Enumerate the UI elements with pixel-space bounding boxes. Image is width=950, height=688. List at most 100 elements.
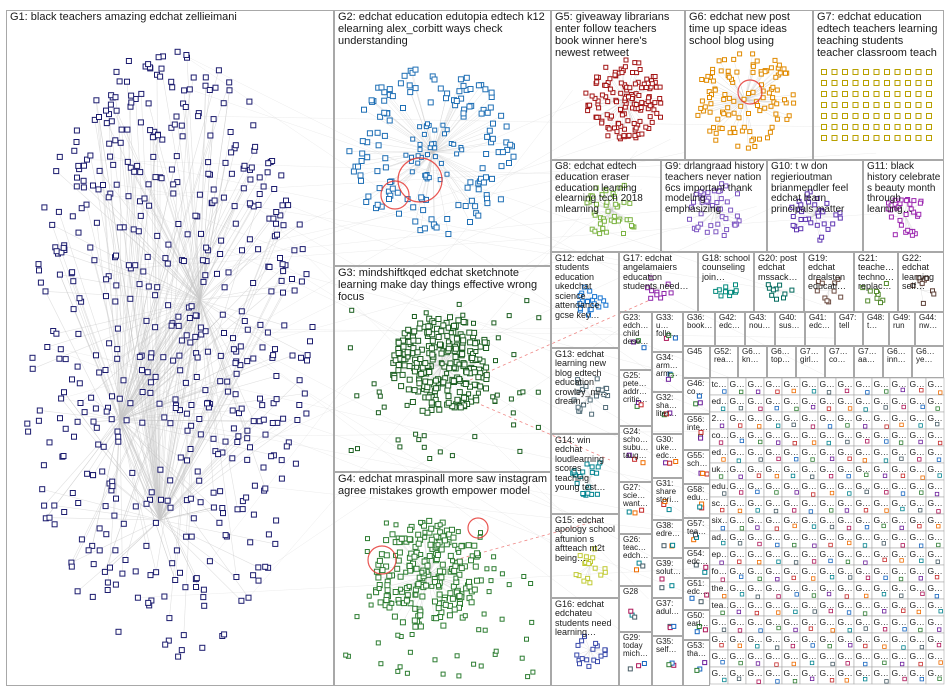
small-group-label: G… <box>802 617 817 627</box>
small-group-label: G… <box>820 379 835 389</box>
group-box-g43[interactable]: G43: nou… <box>745 312 775 346</box>
group-box-g5[interactable]: G5: giveaway librarians enter follow tea… <box>551 10 685 160</box>
small-group-label: G… <box>766 464 781 474</box>
group-box-g16[interactable]: G16: edchat edchateu students need learn… <box>551 598 619 686</box>
small-group-label: G… <box>892 464 907 474</box>
group-box-g3[interactable]: G3: mindshiftkqed edchat sketchnote lear… <box>334 266 551 472</box>
small-group-label: G… <box>730 549 745 559</box>
group-box-g29[interactable]: G29: today mich… <box>619 632 652 686</box>
small-group-label: G… <box>802 549 817 559</box>
small-group-label: G… <box>820 600 835 610</box>
group-label-g17: G17: edchat angelamaiers education stude… <box>623 254 695 292</box>
small-group-label: G… <box>838 549 853 559</box>
group-box-g6[interactable]: G6: edchat new post time up space ideas … <box>685 10 813 160</box>
group-box-g56[interactable]: G56: inte… <box>683 414 710 450</box>
group-box-g41[interactable]: G41: edc… <box>805 312 835 346</box>
small-group-label: G… <box>820 413 835 423</box>
group-box-g17[interactable]: G17: edchat angelamaiers education stude… <box>619 252 698 312</box>
small-group-label: G… <box>910 668 925 678</box>
small-group-label: G… <box>784 447 799 457</box>
group-box-g24[interactable]: G24: scho… subu… taug… <box>619 426 652 482</box>
group-box-g49[interactable]: G49: run <box>889 312 915 346</box>
small-group-label: G… <box>748 634 763 644</box>
group-box-g9[interactable]: G9: drlangraad history teachers never na… <box>661 160 767 252</box>
group-label-g13: G13: edchat learning new blog edtech edu… <box>555 350 616 407</box>
group-box-g47[interactable]: G47: tell <box>835 312 863 346</box>
group-box-g2[interactable]: G2: edchat education edutopia edtech k12… <box>334 10 551 266</box>
small-group-label: G… <box>766 498 781 508</box>
group-box-g46[interactable]: G46: co… <box>683 378 710 414</box>
group-box-g45[interactable]: G45 <box>683 346 710 378</box>
group-box-g6-kn[interactable]: G6… kn… <box>738 346 767 378</box>
group-box-g54[interactable]: G54: edc… <box>683 548 710 578</box>
group-label-g10: G10: t w don regierioutman brianmendler … <box>771 162 860 216</box>
group-box-g1[interactable]: G1: black teachers amazing edchat zellie… <box>6 10 334 686</box>
group-box-g8[interactable]: G8: edchat edtech education eraser educa… <box>551 160 661 252</box>
small-group-label: G… <box>802 430 817 440</box>
group-box-g25[interactable]: G25: pete… addr… critic… <box>619 370 652 426</box>
small-group-label: G… <box>730 600 745 610</box>
group-box-g51[interactable]: G51: edc… <box>683 578 710 610</box>
group-box-g6-inn[interactable]: G6… inn… <box>883 346 912 378</box>
group-box-g23[interactable]: G23: edch… child dese… <box>619 312 652 370</box>
group-label-g58: G58: edu… <box>687 486 707 502</box>
group-label-g6-top: G6… top… <box>771 348 793 364</box>
group-box-g37[interactable]: G37: adul… <box>652 598 683 636</box>
group-box-g7[interactable]: G7: edchat education edtech teachers lea… <box>813 10 944 160</box>
small-group-label: G… <box>748 430 763 440</box>
group-box-g7-girl[interactable]: G7… girl… <box>796 346 825 378</box>
small-group-label: G… <box>820 617 835 627</box>
small-group-label: tc… <box>712 379 727 389</box>
group-box-g35[interactable]: G35: self… <box>652 636 683 686</box>
group-box-g42[interactable]: G42: edc… <box>715 312 745 346</box>
small-group-label: G… <box>856 481 871 491</box>
small-group-label: G… <box>802 413 817 423</box>
group-box-g39[interactable]: G39: solut… <box>652 558 683 598</box>
group-box-g20[interactable]: G20: post edchat mssack… <box>754 252 804 312</box>
group-box-g7-aa[interactable]: G7… aa… <box>854 346 883 378</box>
small-group-label: G… <box>874 651 889 661</box>
group-box-g15[interactable]: G15: edchat apology school aftunion s af… <box>551 514 619 598</box>
group-box-g48[interactable]: G48: t… <box>863 312 889 346</box>
group-box-g50[interactable]: G50: earl… <box>683 610 710 640</box>
group-box-g13[interactable]: G13: edchat learning new blog edtech edu… <box>551 348 619 434</box>
group-box-g44[interactable]: G44: nw… <box>915 312 944 346</box>
group-box-g36[interactable]: G36: book… <box>683 312 715 346</box>
group-box-g14[interactable]: G14: win edchat loudlearning scores teac… <box>551 434 619 514</box>
group-box-g31[interactable]: G31: share stori… <box>652 478 683 520</box>
small-group-label: G… <box>874 532 889 542</box>
group-box-g57[interactable]: G57: tea… <box>683 518 710 548</box>
group-box-g32[interactable]: G32: sha… liter… <box>652 392 683 434</box>
group-box-g38[interactable]: G38: edre… <box>652 520 683 558</box>
group-box-g11[interactable]: G11: black history celebrate s beauty mo… <box>863 160 944 252</box>
group-box-g19[interactable]: G19: edchat drealston educati… <box>804 252 854 312</box>
group-box-g21[interactable]: G21: teache… techno… replac… <box>854 252 898 312</box>
small-group-label: G… <box>910 549 925 559</box>
group-box-g33[interactable]: G33: u… follo… <box>652 312 683 352</box>
group-box-g55[interactable]: G55: sch… <box>683 450 710 484</box>
group-box-g52[interactable]: G52: rea… <box>710 346 738 378</box>
group-box-g30[interactable]: G30: uke… edc… <box>652 434 683 478</box>
group-box-g4[interactable]: G4: edchat mraspinall more saw instagram… <box>334 472 551 686</box>
group-box-g6-ye[interactable]: G6… ye… <box>912 346 944 378</box>
group-box-g53[interactable]: G53: tha… <box>683 640 710 686</box>
small-group-label: G… <box>802 566 817 576</box>
group-box-g28[interactable]: G28 <box>619 586 652 632</box>
group-label-g54: G54: edc… <box>687 550 707 566</box>
group-box-g10[interactable]: G10: t w don regierioutman brianmendler … <box>767 160 863 252</box>
group-box-g18[interactable]: G18: school counseling join… <box>698 252 754 312</box>
group-box-g6-top[interactable]: G6… top… <box>767 346 796 378</box>
small-group-label: G… <box>766 515 781 525</box>
group-box-g27[interactable]: G27: scie… want… <box>619 482 652 534</box>
group-box-g58[interactable]: G58: edu… <box>683 484 710 518</box>
group-box-g26[interactable]: G26: teac… edch… <box>619 534 652 586</box>
group-label-g56: G56: inte… <box>687 416 707 432</box>
group-box-g34[interactable]: G34: arm… arm… <box>652 352 683 392</box>
group-box-g12[interactable]: G12: edchat students education ukedchat … <box>551 252 619 348</box>
group-label-g51: G51: edc… <box>687 580 707 596</box>
group-box-g7-co[interactable]: G7… co… <box>825 346 854 378</box>
small-group-label: G… <box>856 464 871 474</box>
group-box-g40[interactable]: G40: sus… <box>775 312 805 346</box>
small-group-label: G… <box>730 668 745 678</box>
group-box-g22[interactable]: G22: edchat learning self… <box>898 252 944 312</box>
